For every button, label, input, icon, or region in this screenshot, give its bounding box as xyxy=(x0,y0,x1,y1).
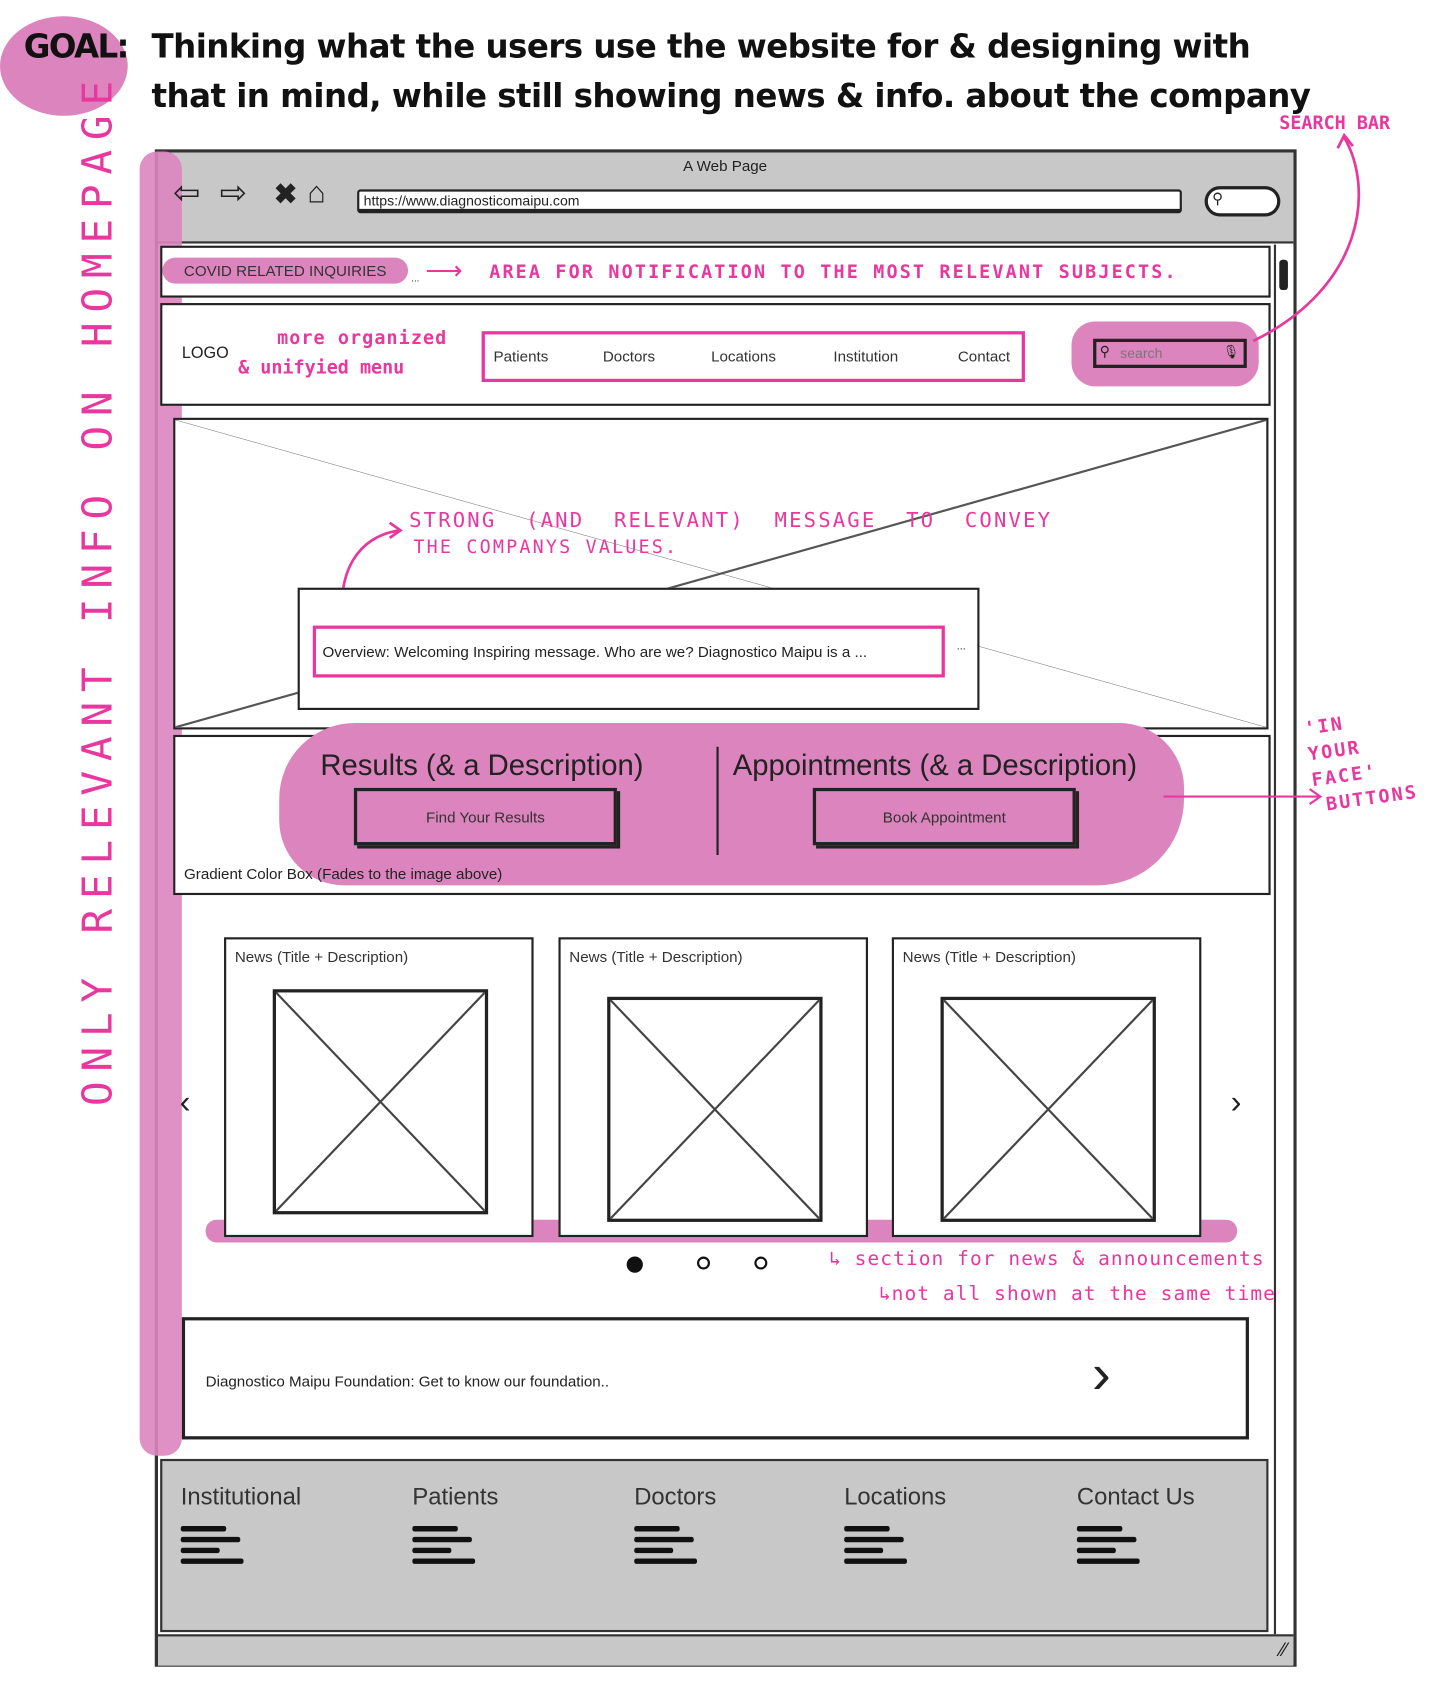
search-icon: ⚲ xyxy=(1099,343,1110,360)
search-placeholder: search xyxy=(1120,345,1163,362)
footer-heading[interactable]: Doctors xyxy=(634,1482,717,1510)
stop-icon[interactable]: ✖ xyxy=(273,177,298,210)
site-footer xyxy=(160,1458,1269,1633)
microphone-icon[interactable]: 🎙 xyxy=(1222,344,1240,360)
scrollbar-thumb[interactable] xyxy=(1279,259,1288,291)
gradient-note: Gradient Color Box (Fades to the image a… xyxy=(183,864,503,883)
news-note-1: ↳ section for news & announcements xyxy=(829,1247,1265,1271)
footer-links-icon xyxy=(180,1526,301,1564)
footer-col-contact: Contact Us xyxy=(1076,1482,1195,1570)
home-icon[interactable]: ⌂ xyxy=(307,175,326,209)
notification-note: AREA FOR NOTIFICATION TO THE MOST RELEVA… xyxy=(489,261,1178,284)
footer-col-institutional: Institutional xyxy=(180,1482,302,1570)
carousel-dot[interactable] xyxy=(697,1256,710,1270)
news-note-1-text: section for news & announcements xyxy=(854,1247,1265,1271)
footer-col-locations: Locations xyxy=(844,1483,946,1570)
overview-box xyxy=(297,587,980,710)
goal-line-1: Thinking what the users use the website … xyxy=(151,28,1251,67)
menu-note-1: more organized xyxy=(277,327,448,350)
foundation-text: Diagnostico Maipu Foundation: Get to kno… xyxy=(205,1372,610,1390)
footer-col-patients: Patients xyxy=(412,1483,498,1570)
news-image-placeholder xyxy=(272,989,489,1215)
news-card[interactable]: News (Title + Description) xyxy=(224,937,534,1238)
arrow-icon: ⟶ xyxy=(425,256,463,286)
footer-heading[interactable]: Contact Us xyxy=(1076,1482,1195,1510)
nav-patients[interactable]: Patients xyxy=(493,347,549,365)
cta-divider xyxy=(716,746,719,856)
news-note-2: ↳not all shown at the same time xyxy=(878,1282,1276,1306)
news-image-placeholder xyxy=(607,996,823,1222)
window-statusbar: ⁄⁄ xyxy=(158,1634,1294,1666)
footer-links-icon xyxy=(634,1526,716,1564)
vertical-note: ONLY RELEVANT INFO ON HOMEPAGE xyxy=(73,71,122,1107)
carousel-dot-active[interactable] xyxy=(626,1256,643,1273)
search-bar-note: SEARCH BAR xyxy=(1279,112,1391,135)
news-card-title: News (Title + Description) xyxy=(902,948,1076,966)
overview-more: ... xyxy=(956,640,966,653)
nav-locations[interactable]: Locations xyxy=(711,347,776,365)
goal-label: GOAL: xyxy=(23,28,130,67)
url-bar[interactable]: https://www.diagnosticomaipu.com xyxy=(357,189,1182,214)
news-card-title: News (Title + Description) xyxy=(234,948,409,966)
url-text: https://www.diagnosticomaipu.com xyxy=(363,192,580,209)
goal-highlight xyxy=(0,16,128,116)
scrollbar[interactable] xyxy=(1273,244,1294,1635)
menu-note-2: & unifyied menu xyxy=(238,357,405,379)
nav-doctors[interactable]: Doctors xyxy=(602,347,656,365)
nav-contact[interactable]: Contact xyxy=(957,347,1011,365)
notification-ellipsis: ... xyxy=(411,272,420,284)
news-card-title: News (Title + Description) xyxy=(569,948,743,966)
footer-heading[interactable]: Patients xyxy=(412,1482,499,1510)
resize-grip-icon[interactable]: ⁄⁄ xyxy=(1280,1638,1287,1661)
search-arrow xyxy=(1252,132,1361,343)
browser-search-button[interactable]: ⚲ xyxy=(1204,186,1281,217)
message-note-1: STRONG (AND RELEVANT) MESSAGE TO CONVEY xyxy=(409,508,1053,533)
carousel-next[interactable]: › xyxy=(1230,1084,1242,1121)
find-results-button[interactable]: Find Your Results xyxy=(353,787,617,846)
search-input[interactable]: ⚲ search 🎙 xyxy=(1093,338,1247,368)
news-card[interactable]: News (Title + Description) xyxy=(558,937,869,1238)
buttons-arrow xyxy=(1163,788,1323,806)
main-nav: Patients Doctors Locations Institution C… xyxy=(481,331,1025,383)
news-image-placeholder xyxy=(940,996,1156,1222)
foundation-banner[interactable]: Diagnostico Maipu Foundation: Get to kno… xyxy=(181,1317,1249,1440)
footer-links-icon xyxy=(412,1526,498,1564)
overview-text[interactable]: Overview: Welcoming Inspiring message. W… xyxy=(312,625,945,678)
goal-line-2: that in mind, while still showing news &… xyxy=(151,77,1311,116)
logo[interactable]: LOGO xyxy=(181,344,229,363)
news-note-2-text: not all shown at the same time xyxy=(891,1282,1276,1306)
search-icon: ⚲ xyxy=(1212,189,1224,207)
appointments-title: Appointments (& a Description) xyxy=(732,748,1138,782)
results-title: Results (& a Description) xyxy=(320,748,644,782)
news-card[interactable]: News (Title + Description) xyxy=(891,937,1202,1238)
footer-links-icon xyxy=(1076,1526,1195,1564)
footer-links-icon xyxy=(844,1526,946,1564)
forward-icon[interactable]: ⇨ xyxy=(219,175,247,212)
covid-inquiries-link[interactable]: COVID RELATED INQUIRIES xyxy=(162,257,409,284)
book-appointment-button[interactable]: Book Appointment xyxy=(812,787,1076,846)
back-icon[interactable]: ⇦ xyxy=(173,175,201,212)
carousel-dot[interactable] xyxy=(754,1256,768,1270)
message-note-2: THE COMPANYS VALUES. xyxy=(413,536,679,559)
footer-heading[interactable]: Locations xyxy=(844,1482,947,1510)
chevron-right-icon[interactable]: › xyxy=(1092,1343,1111,1406)
buttons-note: 'IN YOUR FACE' BUTTONS xyxy=(1303,702,1420,819)
nav-institution[interactable]: Institution xyxy=(833,347,899,365)
carousel-prev[interactable]: ‹ xyxy=(179,1084,191,1121)
window-title: A Web Page xyxy=(683,156,768,175)
footer-heading[interactable]: Institutional xyxy=(180,1482,302,1510)
footer-col-doctors: Doctors xyxy=(634,1483,716,1570)
